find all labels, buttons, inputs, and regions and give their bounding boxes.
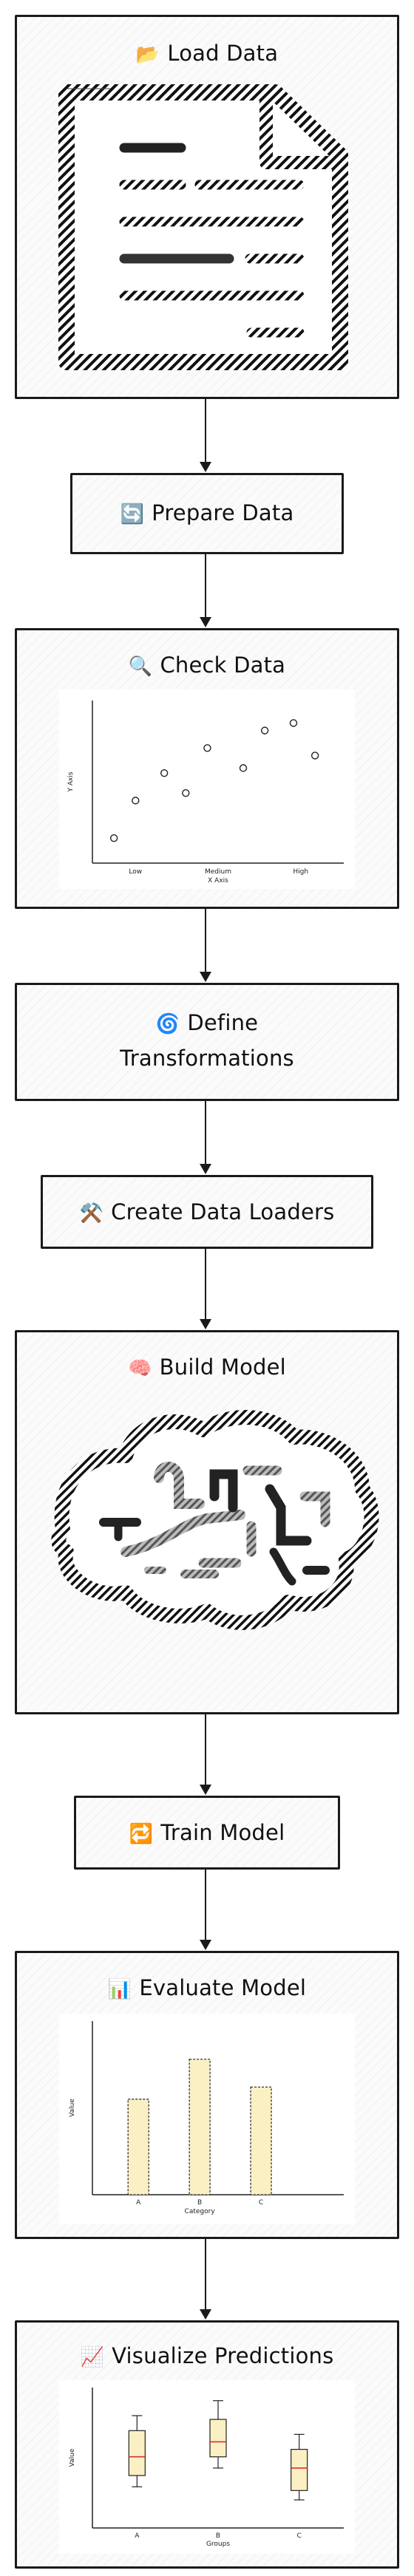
- scatter-chart: Low Medium High X Axis Y Axis: [67, 701, 344, 885]
- step-title: 🔁Train Model: [129, 1820, 285, 1845]
- x-axis-label: X Axis: [208, 877, 228, 885]
- tools-icon: ⚒️: [79, 1202, 104, 1224]
- scatter-point: [260, 726, 269, 735]
- scatter-point: [132, 797, 140, 805]
- brain-icon: 🧠: [128, 1357, 152, 1380]
- x-tick-label: High: [293, 868, 308, 876]
- x-tick-label: C: [297, 2532, 302, 2540]
- step-title: 🔄Prepare Data: [120, 500, 294, 525]
- step-title: 📈Visualize Predictions: [80, 2343, 334, 2368]
- y-axis-label: Y Axis: [67, 771, 75, 792]
- scatter-point: [239, 764, 248, 772]
- bar: [189, 2059, 211, 2195]
- x-tick-label: B: [216, 2532, 220, 2540]
- scatter-point: [182, 789, 190, 797]
- arrowhead: [200, 617, 211, 627]
- bar-chart-panel: A B C Category Value: [59, 2014, 355, 2224]
- bar-chart: A B C Category Value: [69, 2021, 344, 2215]
- brain-illustration: [51, 1410, 379, 1630]
- box-plot-panel: A B C Groups Value: [59, 2380, 355, 2554]
- arrowhead: [200, 1164, 211, 1174]
- connector-arrow: [205, 2239, 206, 2313]
- x-tick-label: A: [136, 2199, 141, 2207]
- scatter-point: [160, 769, 169, 777]
- x-tick-label: Low: [129, 868, 142, 876]
- x-tick-label: B: [197, 2199, 202, 2207]
- x-tick-label: C: [259, 2199, 263, 2207]
- scatter-point: [289, 719, 298, 727]
- spiral-icon: 🌀: [155, 1013, 180, 1035]
- connector-arrow: [205, 554, 206, 621]
- connector-arrow: [205, 1870, 206, 1943]
- connector-arrow: [205, 1714, 206, 1788]
- connector-arrow: [205, 1249, 206, 1323]
- step-check-data: 🔍Check Data Low Medium High X Axis Y Axis: [15, 628, 399, 909]
- step-build-model: 🧠Build Model: [15, 1330, 399, 1714]
- x-tick-label: Medium: [205, 868, 231, 876]
- connector-arrow: [205, 909, 206, 975]
- arrowhead: [200, 462, 211, 472]
- bar-chart-icon: 📊: [107, 1978, 132, 2000]
- step-load-data: 📂Load Data: [15, 15, 399, 399]
- folder-icon: 📂: [135, 44, 160, 66]
- scatter-point: [203, 744, 211, 752]
- y-axis-label: Value: [69, 2099, 76, 2117]
- step-title-line2: Transformations: [120, 1046, 294, 1071]
- step-train-model: 🔁Train Model: [74, 1796, 340, 1870]
- step-evaluate-model: 📊Evaluate Model A B C Category Value: [15, 1951, 399, 2239]
- step-title: 🧠Build Model: [128, 1355, 286, 1380]
- y-axis-label: Value: [69, 2448, 76, 2467]
- x-axis-label: Groups: [206, 2541, 230, 2548]
- connector-arrow: [205, 399, 206, 466]
- magnifier-icon: 🔍: [128, 655, 153, 678]
- document-icon: [58, 84, 348, 370]
- bar: [250, 2086, 272, 2195]
- step-title: ⚒️Create Data Loaders: [79, 1199, 335, 1224]
- arrowhead: [200, 1319, 211, 1329]
- step-title: 📊Evaluate Model: [107, 1975, 307, 2000]
- step-visualize-predictions: 📈Visualize Predictions A B C Groups Value: [15, 2320, 399, 2569]
- bar: [127, 2099, 149, 2195]
- scatter-point: [109, 834, 118, 842]
- arrowhead: [200, 1940, 211, 1950]
- arrowhead: [200, 972, 211, 982]
- x-axis-label: Category: [185, 2208, 216, 2215]
- box: [209, 2419, 227, 2458]
- box: [128, 2430, 146, 2476]
- box-plot: A B C Groups Value: [69, 2388, 344, 2548]
- repeat-icon: 🔁: [129, 1823, 154, 1845]
- connector-arrow: [205, 1101, 206, 1168]
- step-title: 🔍Check Data: [128, 652, 286, 678]
- step-title: 📂Load Data: [135, 41, 279, 66]
- step-create-data-loaders: ⚒️Create Data Loaders: [41, 1175, 373, 1249]
- refresh-icon: 🔄: [120, 503, 145, 525]
- scatter-point: [310, 752, 319, 760]
- step-define-transformations: 🌀Define Transformations: [15, 983, 399, 1101]
- line-chart-icon: 📈: [80, 2346, 105, 2368]
- arrowhead: [200, 2309, 211, 2320]
- step-prepare-data: 🔄Prepare Data: [70, 473, 344, 554]
- step-title: 🌀Define: [155, 1010, 259, 1035]
- x-tick-label: A: [135, 2532, 140, 2540]
- scatter-chart-panel: Low Medium High X Axis Y Axis: [59, 689, 355, 889]
- arrowhead: [200, 1785, 211, 1795]
- box: [291, 2448, 308, 2491]
